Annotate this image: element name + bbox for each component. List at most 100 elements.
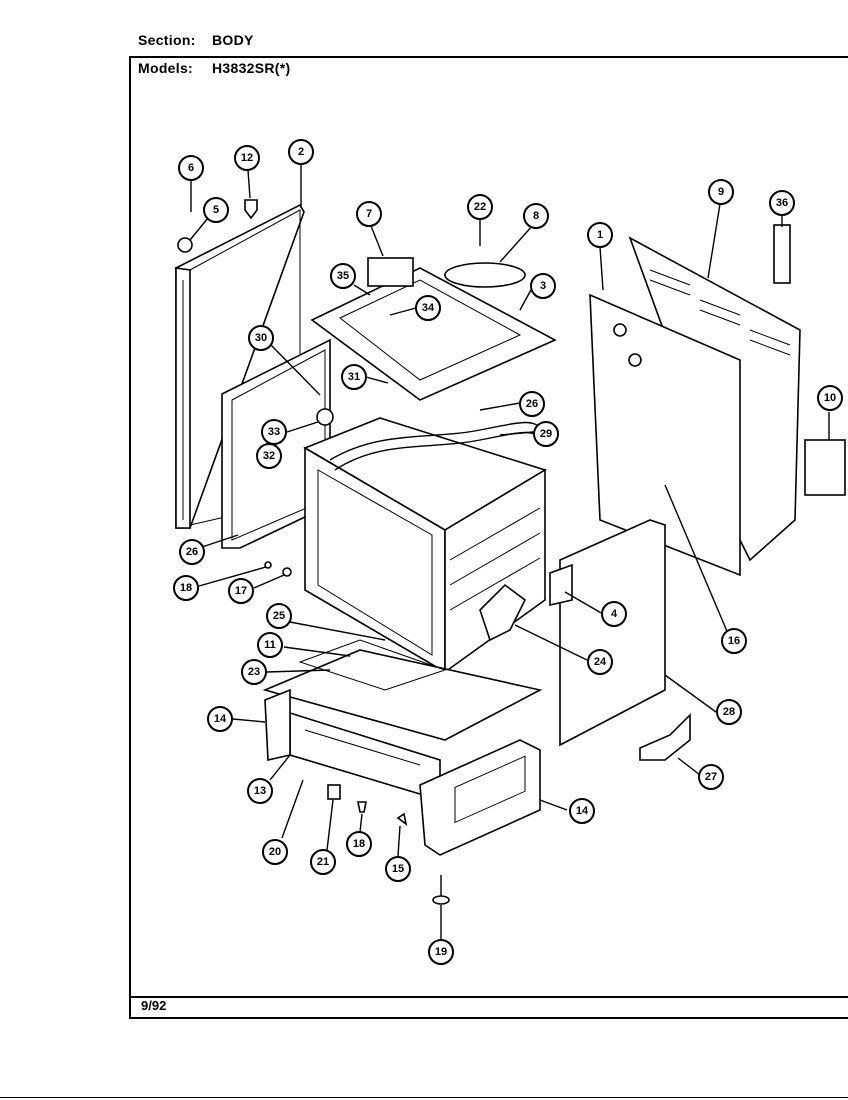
callout-11: 11 (257, 632, 283, 658)
svg-text:1: 1 (597, 229, 603, 241)
svg-text:4: 4 (611, 608, 618, 620)
callout-9: 9 (708, 179, 734, 205)
svg-text:24: 24 (594, 656, 607, 668)
models-header: Models: H3832SR(*) (138, 60, 290, 76)
svg-text:17: 17 (235, 585, 247, 597)
svg-text:7: 7 (366, 208, 372, 220)
svg-text:2: 2 (298, 146, 304, 158)
back-panel-part (589, 236, 801, 577)
callout-2: 2 (288, 139, 314, 165)
callout-14-right: 14 (569, 798, 595, 824)
diagram-frame (129, 56, 848, 1019)
section-value: BODY (212, 32, 254, 48)
callout-31: 31 (341, 364, 367, 390)
callout-21: 21 (310, 849, 336, 875)
callout-6: 6 (178, 155, 204, 181)
svg-text:36: 36 (776, 197, 788, 209)
svg-text:26: 26 (186, 546, 198, 558)
models-value: H3832SR(*) (212, 60, 291, 76)
svg-text:32: 32 (263, 450, 275, 462)
burner-cover-part (444, 262, 526, 288)
models-label: Models: (138, 60, 193, 76)
svg-text:25: 25 (273, 610, 285, 622)
oven-cavity-part (303, 417, 547, 674)
svg-text:18: 18 (353, 838, 365, 850)
callout-3: 3 (530, 273, 556, 299)
callout-32: 32 (256, 443, 282, 469)
svg-text:21: 21 (317, 856, 329, 868)
svg-text:9: 9 (718, 186, 724, 198)
svg-text:26: 26 (526, 398, 538, 410)
base-right-part (419, 739, 541, 856)
svg-text:35: 35 (337, 270, 349, 282)
vent-part (804, 439, 846, 496)
svg-text:19: 19 (435, 946, 447, 958)
svg-text:28: 28 (723, 706, 735, 718)
svg-text:34: 34 (422, 302, 435, 314)
svg-text:27: 27 (705, 771, 717, 783)
base-left-part (264, 688, 291, 761)
svg-text:11: 11 (264, 639, 276, 651)
svg-text:15: 15 (392, 863, 404, 875)
callout-19: 19 (428, 939, 454, 965)
callout-25: 25 (266, 603, 292, 629)
svg-text:23: 23 (248, 666, 260, 678)
callout-26-top: 26 (519, 391, 545, 417)
callout-28: 28 (716, 699, 742, 725)
page-bottom-rule (0, 1097, 848, 1098)
svg-text:18: 18 (180, 582, 192, 594)
footer-rule (129, 996, 848, 998)
svg-text:10: 10 (824, 392, 836, 404)
callout-7: 7 (356, 201, 382, 227)
section-header: Section: BODY (138, 32, 254, 48)
svg-text:30: 30 (255, 332, 267, 344)
bracket-part (549, 563, 573, 607)
callout-18-bottom: 18 (346, 831, 372, 857)
callout-17: 17 (228, 578, 254, 604)
svg-text:5: 5 (213, 204, 219, 216)
callout-15: 15 (385, 856, 411, 882)
svg-text:29: 29 (540, 428, 552, 440)
callout-34: 34 (415, 295, 441, 321)
svg-text:13: 13 (254, 785, 266, 797)
door-frame-part (175, 203, 305, 529)
section-label: Section: (138, 32, 196, 48)
callout-5: 5 (203, 197, 229, 223)
callout-29: 29 (533, 421, 559, 447)
wiring-harness-part (329, 421, 546, 471)
leader-lines (189, 165, 830, 940)
svg-text:6: 6 (188, 162, 194, 174)
callout-13: 13 (247, 778, 273, 804)
hinge-part (479, 583, 527, 642)
hardware-parts (177, 199, 450, 905)
callout-23: 23 (241, 659, 267, 685)
svg-text:12: 12 (241, 152, 253, 164)
callout-35: 35 (330, 263, 356, 289)
callout-22: 22 (467, 194, 493, 220)
top-panel-part (310, 257, 557, 401)
svg-text:20: 20 (269, 846, 281, 858)
right-side-panel-part (559, 519, 666, 747)
callout-12: 12 (234, 145, 260, 171)
leg-bracket-part (639, 713, 691, 761)
callout-33: 33 (261, 419, 287, 445)
callout-10: 10 (817, 385, 843, 411)
callout-4: 4 (601, 601, 627, 627)
callout-8: 8 (523, 203, 549, 229)
callout-24: 24 (587, 649, 613, 675)
callout-36: 36 (769, 190, 795, 216)
svg-text:8: 8 (533, 210, 539, 222)
callout-20: 20 (262, 839, 288, 865)
callout-1: 1 (587, 222, 613, 248)
bottom-panel-part (262, 639, 543, 741)
svg-text:33: 33 (268, 426, 280, 438)
svg-text:16: 16 (728, 635, 740, 647)
callout-27: 27 (698, 764, 724, 790)
svg-text:31: 31 (348, 371, 360, 383)
callout-18-top: 18 (173, 575, 199, 601)
callout-30: 30 (248, 325, 274, 351)
svg-text:14: 14 (576, 805, 589, 817)
svg-text:14: 14 (214, 713, 227, 725)
footer-date: 9/92 (141, 998, 167, 1013)
